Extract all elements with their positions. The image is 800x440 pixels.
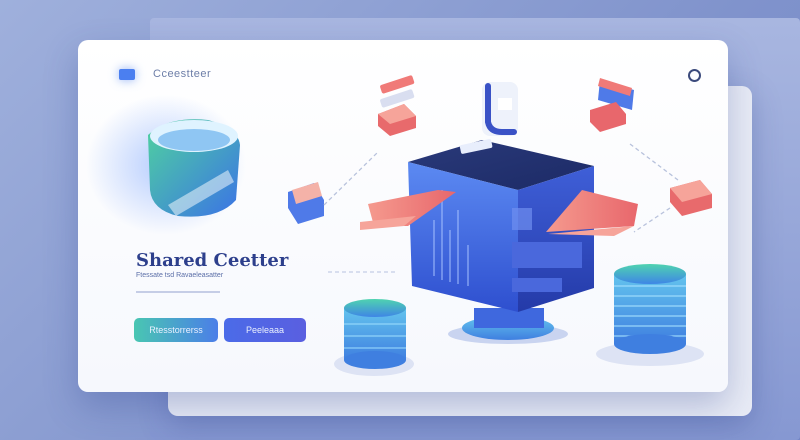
floating-card-left: [378, 75, 416, 136]
floating-card-right: [590, 78, 679, 181]
document-card-icon: [288, 151, 379, 224]
main-card: Cceestteer: [78, 40, 728, 392]
logo-mark-icon: [119, 69, 135, 80]
cloud-ring-icon: [86, 95, 246, 235]
server-cube-icon: [408, 139, 594, 344]
database-cylinder-icon: [334, 299, 414, 376]
secondary-button[interactable]: Peeleaaa: [224, 318, 306, 342]
hero-title: Shared Ceetter: [136, 250, 289, 271]
database-cylinder-right-icon: [596, 264, 704, 366]
floating-box-right: [633, 180, 712, 233]
divider: [136, 291, 220, 293]
swoosh-left: [360, 190, 456, 230]
swoosh-right: [546, 190, 638, 236]
hero-illustration: [86, 75, 712, 376]
settings-ring-icon[interactable]: [688, 69, 701, 82]
primary-button[interactable]: Rtesstorrerss: [134, 318, 218, 342]
hero-subtitle: Ftessate tsd Ravaeleasatter: [136, 272, 224, 279]
book-icon: [482, 82, 518, 136]
brand-text: Cceestteer: [153, 68, 212, 80]
